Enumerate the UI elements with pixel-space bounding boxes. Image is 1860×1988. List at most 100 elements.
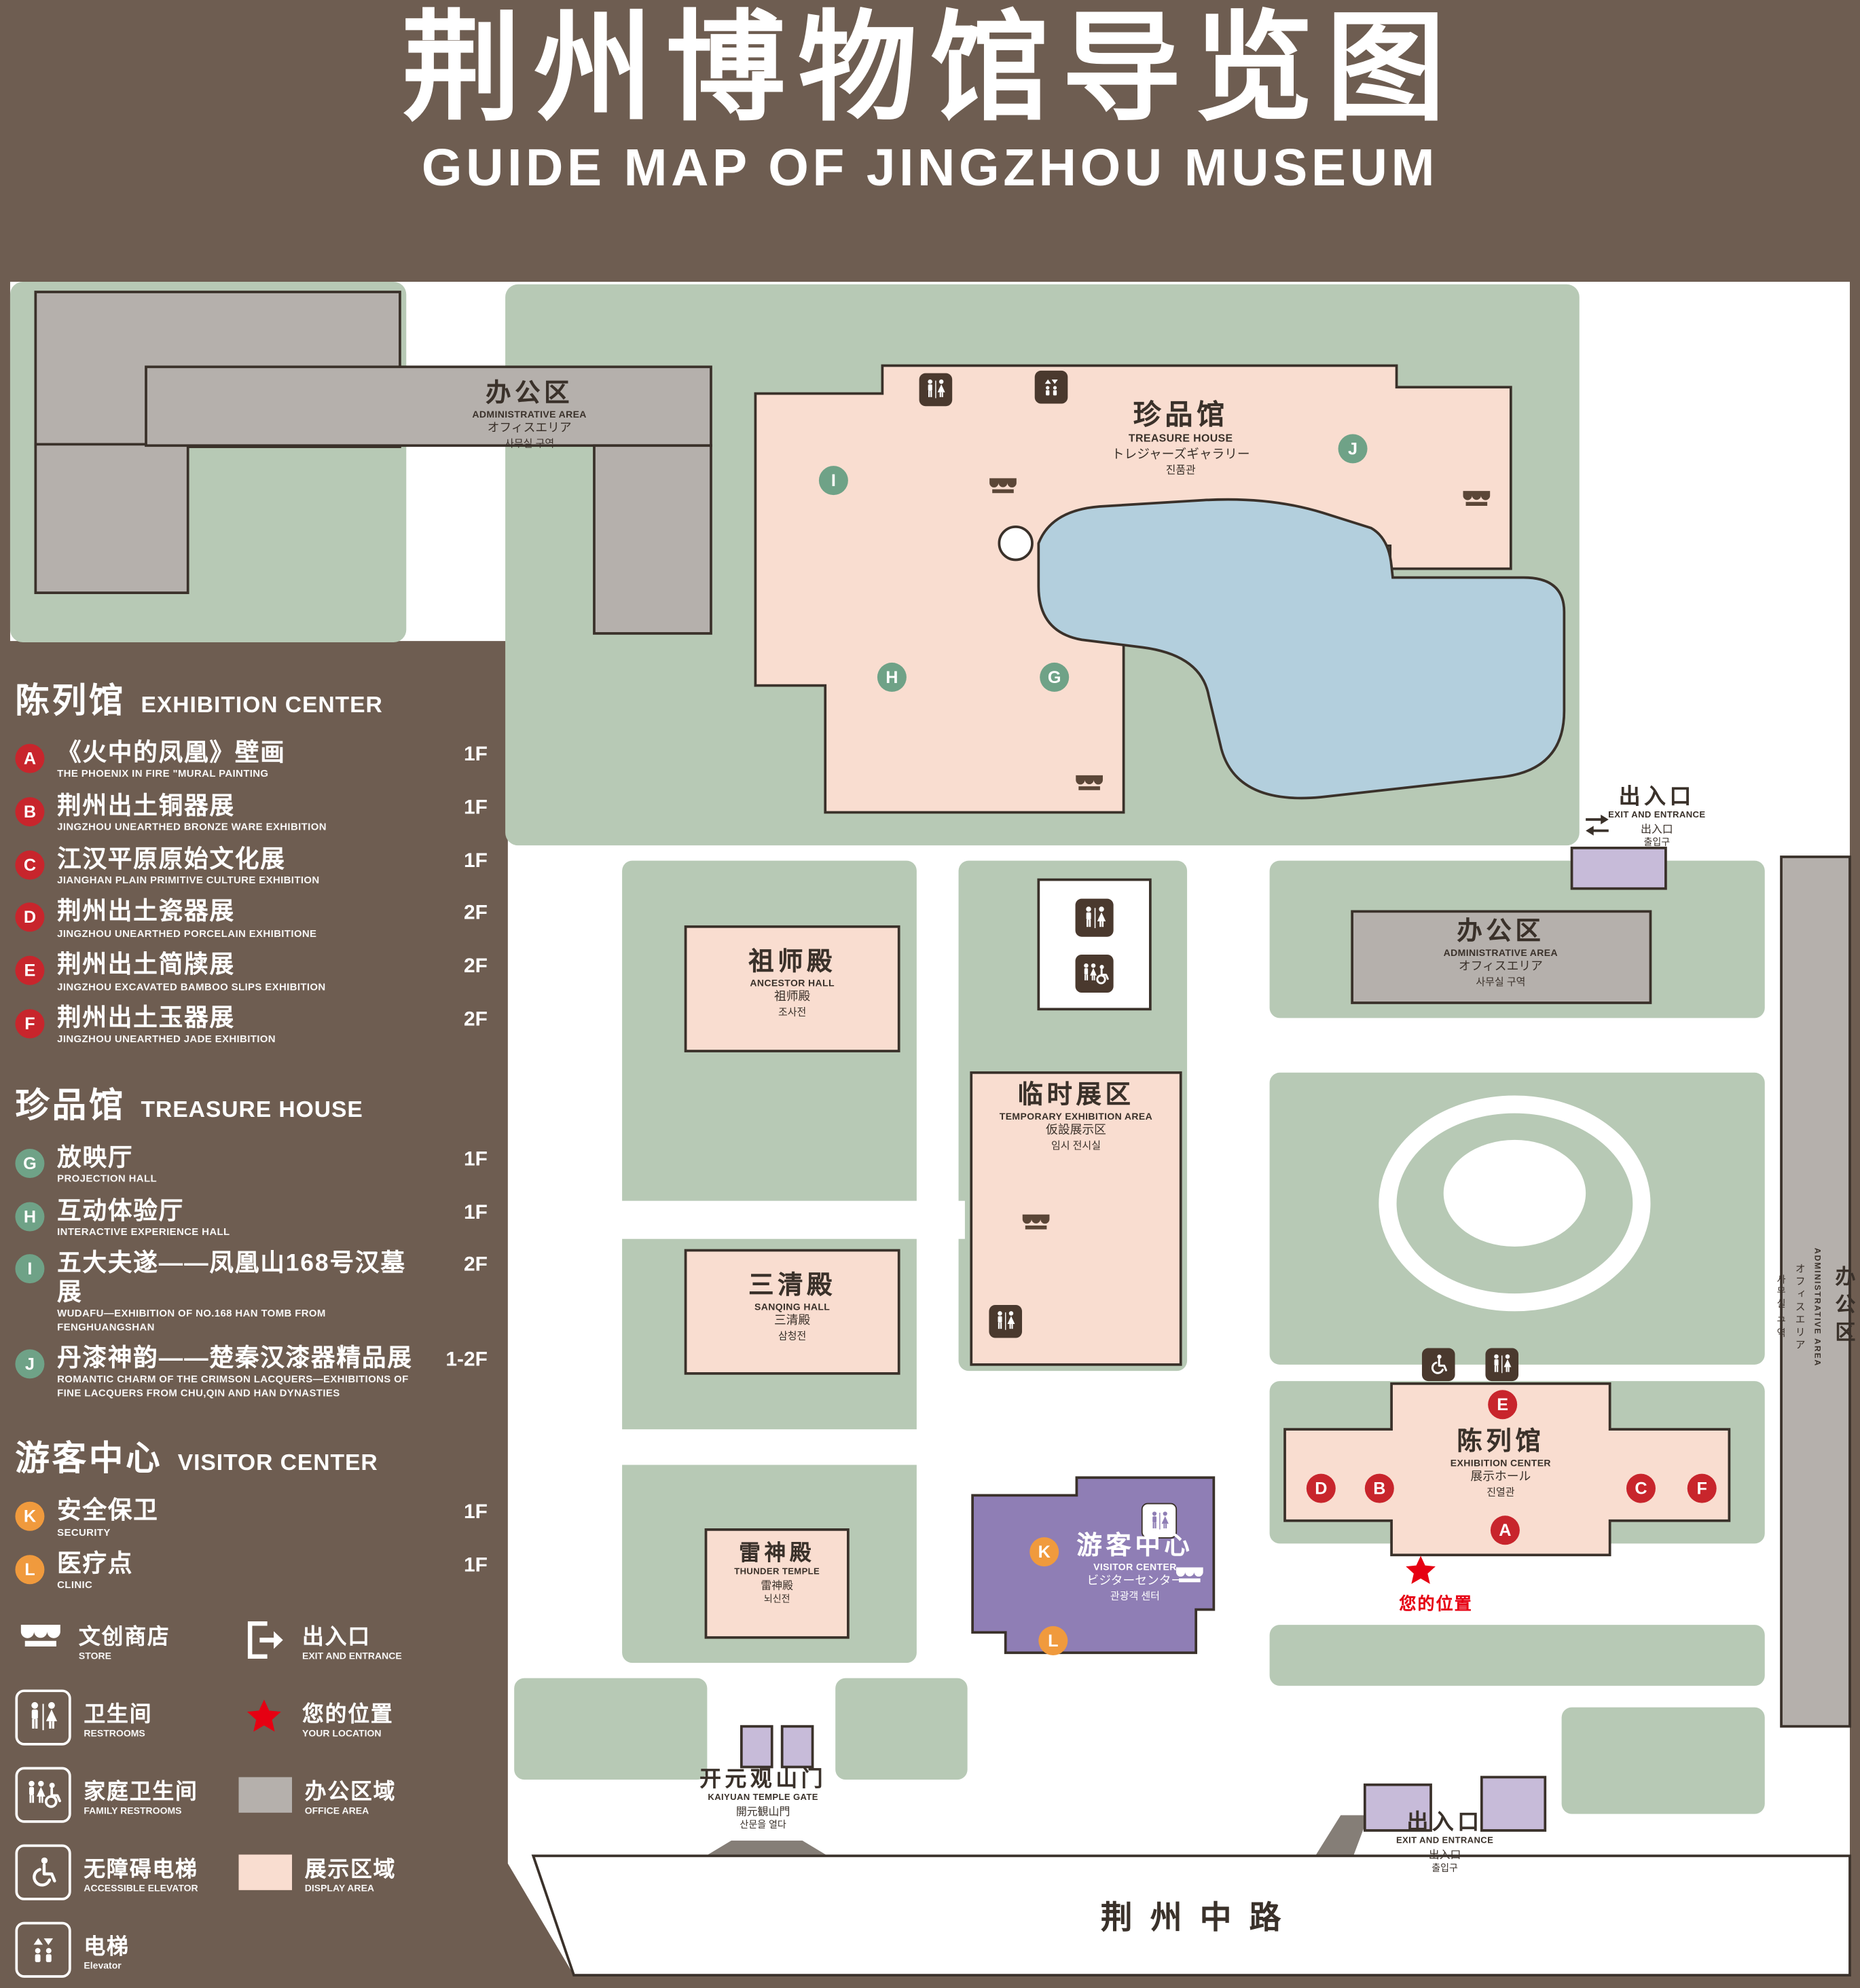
marker-j: J: [15, 1349, 45, 1379]
section-title-zh: 游客中心: [15, 1439, 163, 1478]
label-ko: 삼청전: [778, 1330, 807, 1342]
label-admin-area-mid: 办公区 ADMINISTRATIVE AREA オフィスエリア 사무실 구역: [1415, 917, 1587, 989]
item-floor: 1F: [464, 1148, 488, 1171]
item-floor: 2F: [464, 956, 488, 978]
restroom-icon: [989, 1304, 1023, 1338]
map-marker-j: J: [1338, 434, 1368, 464]
label-ko: 진열관: [1487, 1486, 1515, 1498]
label-zh: 陈列馆: [1457, 1428, 1545, 1456]
item-floor: 2F: [464, 1009, 488, 1031]
item-floor: 1F: [464, 849, 488, 872]
label-ko: 출입구: [1432, 1862, 1458, 1875]
marker-c: C: [15, 849, 45, 879]
symbol-en: YOUR LOCATION: [302, 1727, 382, 1740]
label-ancestor-hall: 祖师殿 ANCESTOR HALL 祖师殿 조사전: [706, 947, 878, 1020]
gate-structures: [740, 847, 1667, 1832]
accessible-elevator-icon: [15, 1844, 71, 1900]
road: [531, 1854, 1851, 1976]
item-en: JINGZHOU EXCAVATED BAMBOO SLIPS EXHIBITI…: [57, 980, 326, 993]
exhibition-center-building: [1283, 1382, 1731, 1557]
map-marker-k: K: [1029, 1537, 1059, 1567]
item-zh: 互动体验厅: [57, 1198, 185, 1225]
item-en: JINGZHOU UNEARTHED JADE EXHIBITION: [57, 1033, 276, 1046]
label-en: EXIT AND ENTRANCE: [1608, 811, 1706, 821]
item-floor: 1F: [464, 796, 488, 819]
exit-bottom-structure-1: [1363, 1783, 1432, 1832]
your-location-star-icon: [1403, 1553, 1438, 1589]
marker-b: B: [15, 796, 45, 826]
map-marker-b: B: [1364, 1473, 1394, 1503]
label-ja: 雷神殿: [761, 1579, 794, 1592]
map-marker-h: H: [877, 662, 907, 692]
label-zh: 您的位置: [1399, 1594, 1473, 1614]
label-en: KAIYUAN TEMPLE GATE: [708, 1794, 818, 1803]
restroom-icon: [919, 373, 953, 407]
walk-paths: [545, 1139, 1586, 1465]
label-treasure-house: 珍品馆 TREASURE HOUSE トレジャーズギャラリー 진품관: [1076, 399, 1285, 478]
map-marker-f: F: [1687, 1473, 1717, 1503]
symbol-zh: 家庭卫生间: [84, 1780, 198, 1804]
symbol-zh: 卫生间: [84, 1702, 153, 1727]
item-zh: 荆州出土瓷器展: [57, 899, 235, 926]
temple-gate-pillar-1: [740, 1725, 773, 1769]
label-zh: 办公区: [486, 380, 574, 408]
map-marker-c: C: [1626, 1473, 1656, 1503]
plaza-circle: [998, 526, 1034, 562]
label-en: ADMINISTRATIVE AREA: [1812, 1248, 1821, 1367]
item-en: INTERACTIVE EXPERIENCE HALL: [57, 1226, 230, 1238]
item-floor: 1F: [464, 743, 488, 766]
label-ja: オフィスエリア: [1794, 1263, 1806, 1352]
restroom-icon: [1075, 898, 1114, 937]
marker-f: F: [15, 1009, 45, 1039]
ancestor-hall-building: [684, 925, 900, 1052]
restroom-icon: [15, 1689, 71, 1746]
label-ja: 開元観山門: [735, 1805, 790, 1818]
section-title-en: VISITOR CENTER: [177, 1450, 378, 1475]
exit-right-structure: [1570, 847, 1667, 890]
label-zh: 开元观山门: [699, 1767, 827, 1792]
symbol-zh: 电梯: [84, 1934, 130, 1959]
exit-icon: [238, 1615, 289, 1665]
store-icon: [1460, 485, 1493, 518]
symbol-zh: 展示区域: [304, 1857, 397, 1881]
marker-k: K: [15, 1502, 45, 1532]
section-title-zh: 陈列馆: [15, 681, 126, 720]
label-ja: オフィスエリア: [487, 421, 572, 436]
label-ko: 사무실 구역: [1476, 976, 1526, 988]
label-ko: 임시 전시실: [1051, 1139, 1101, 1152]
label-en: TEMPORARY EXHIBITION AREA: [999, 1110, 1153, 1122]
restroom-icon: [1485, 1348, 1519, 1382]
label-ko: 산문을 열다: [740, 1819, 786, 1831]
accessible-elevator-icon: [1421, 1348, 1455, 1382]
label-zh: 临时展区: [1017, 1081, 1135, 1110]
map-marker-l: L: [1038, 1625, 1068, 1655]
label-zh: 出入口: [1406, 1810, 1483, 1835]
store-icon: [15, 1615, 66, 1665]
thunder-temple-building: [704, 1528, 850, 1639]
label-ja: 出入口: [1428, 1847, 1461, 1861]
item-zh: 五大夫遂——凤凰山168号汉墓展: [57, 1251, 406, 1306]
item-floor: 2F: [464, 1254, 488, 1276]
map-marker-i: I: [818, 466, 848, 496]
symbol-en: ACCESSIBLE ELEVATOR: [84, 1882, 198, 1894]
store-icon: [1073, 769, 1106, 803]
map-marker-e: E: [1488, 1390, 1518, 1420]
label-en: VISITOR CENTER: [1093, 1561, 1177, 1573]
exit-bottom-structure-2: [1480, 1775, 1547, 1832]
symbol-en: FAMILY RESTROOMS: [84, 1805, 182, 1817]
label-thunder-temple: 雷神殿 THUNDER TEMPLE 雷神殿 뇌신전: [708, 1541, 845, 1606]
your-location-star-icon: [238, 1692, 289, 1743]
page-title: 荆州博物馆导览图: [401, 1, 1459, 135]
symbol-zh: 办公区域: [304, 1780, 397, 1804]
label-admin-area-strip: 办公区 ADMINISTRATIVE AREA オフィスエリア 사무실 구역: [1776, 1092, 1853, 1524]
